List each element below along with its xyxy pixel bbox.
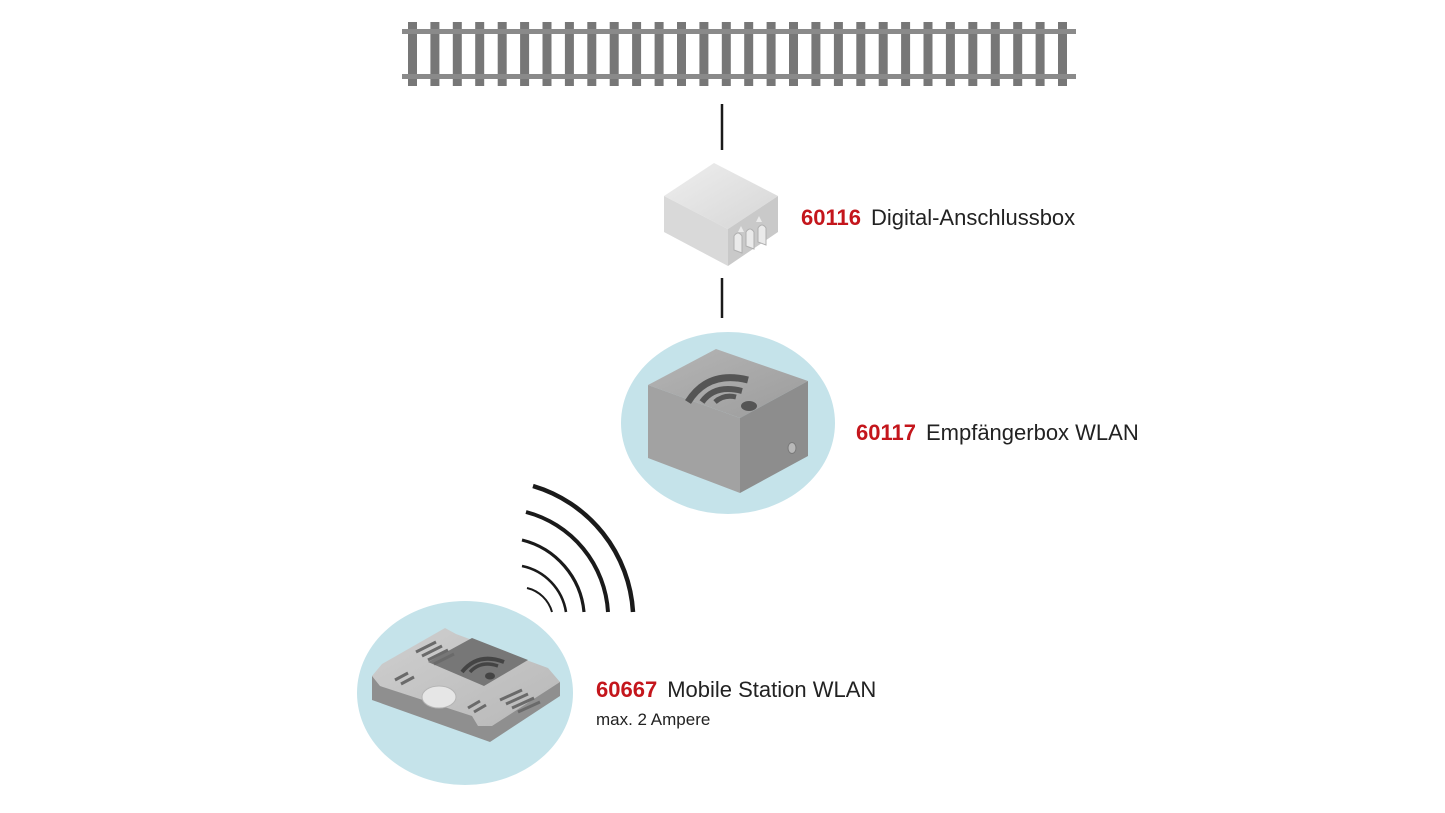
track-tie [990, 22, 1000, 86]
track-tie [497, 22, 507, 86]
rail-bottom [402, 74, 1076, 79]
wifi-icon [685, 374, 749, 404]
track-icon [402, 22, 1076, 86]
track-tie [923, 22, 933, 86]
connection-box-icon [664, 163, 778, 266]
track-tie [789, 22, 798, 86]
track-tie [609, 22, 619, 86]
device-code: 60116 [801, 205, 861, 230]
device-label-60117: 60117 Empfängerbox WLAN [856, 420, 1139, 446]
track-tie [1013, 22, 1023, 86]
track-tie [766, 22, 776, 86]
track-tie [520, 22, 530, 86]
device-code: 60117 [856, 420, 916, 445]
track-tie [811, 22, 821, 86]
track-tie [452, 22, 462, 86]
screen-wifi-icon [460, 656, 505, 674]
track-tie [542, 22, 552, 86]
track-tie [945, 22, 955, 86]
track-tie [878, 22, 888, 86]
track-tie [430, 22, 440, 86]
track-tie [654, 22, 664, 86]
device-name: Mobile Station WLAN [667, 677, 877, 702]
track-tie [856, 22, 866, 86]
button-grill [394, 640, 541, 714]
device-label-60116: 60116 Digital-Anschlussbox [801, 205, 1075, 231]
track-tie [475, 22, 485, 86]
track-tie [721, 22, 731, 86]
device-code: 60667 [596, 677, 658, 702]
device-note-60667: max. 2 Ampere [596, 710, 711, 729]
track-tie [1058, 22, 1067, 86]
track-tie [901, 22, 911, 86]
track-tie [632, 22, 642, 86]
device-label-60667: 60667 Mobile Station WLAN [596, 677, 876, 703]
device-name: Empfängerbox WLAN [925, 420, 1139, 445]
device-name: Digital-Anschlussbox [870, 205, 1076, 230]
track-tie [833, 22, 843, 86]
track-tie [744, 22, 754, 86]
wlan-receiver-box-icon [621, 332, 835, 514]
track-tie [968, 22, 978, 86]
track-tie [1035, 22, 1045, 86]
track-tie [587, 22, 597, 86]
track-tie [677, 22, 686, 86]
rail-top [402, 29, 1076, 34]
track-tie [699, 22, 709, 86]
track-tie [408, 22, 417, 86]
track-tie [564, 22, 574, 86]
mobile-station-icon [357, 601, 573, 785]
radio-waves-icon [521, 483, 636, 613]
